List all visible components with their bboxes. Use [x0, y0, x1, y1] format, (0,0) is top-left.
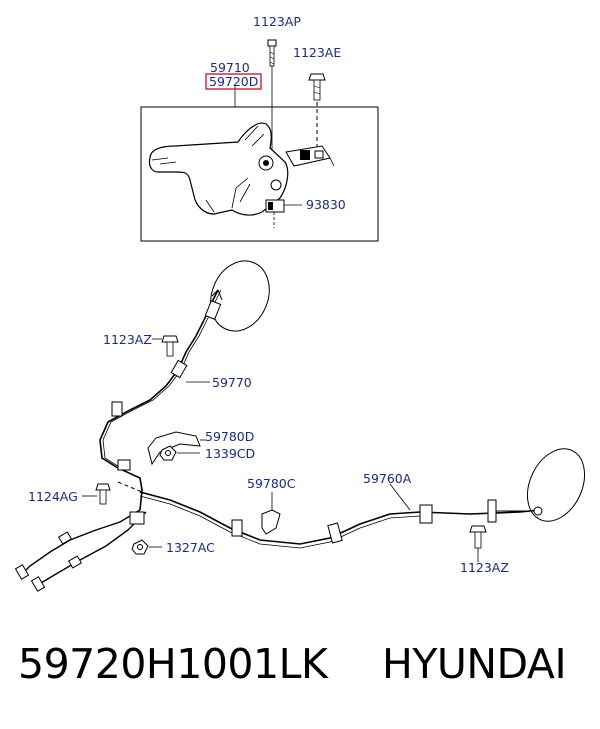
callout-1123az-top: 1123AZ: [103, 332, 152, 347]
callout-59780d: 59780D: [205, 429, 254, 444]
bolt-1123ae-icon: [308, 73, 326, 101]
callout-1339cd: 1339CD: [205, 446, 255, 461]
callout-1123ap: 1123AP: [253, 14, 301, 29]
bolt-1124ag-icon: [82, 483, 111, 505]
leader-1124ag: [117, 481, 143, 493]
bracket-59780c-icon: [261, 492, 281, 535]
left-cable-ends: [14, 509, 147, 592]
brake-drum-left-icon: [210, 260, 270, 332]
callout-59710: 59710: [210, 60, 250, 75]
switch-93830-icon: [265, 199, 302, 228]
mounting-bracket-icon: [285, 145, 335, 167]
front-cable-59770: [99, 289, 223, 511]
parking-brake-diagram: 1123AP 1123AE 59710 59720D 93830: [14, 14, 586, 592]
parking-brake-lever-icon: [148, 122, 289, 216]
callout-59770: 59770: [212, 375, 252, 390]
callout-1123ae: 1123AE: [293, 45, 341, 60]
lever-assembly-frame: [140, 106, 379, 242]
rear-cable-59760a: [139, 491, 543, 549]
callout-1123az-bottom: 1123AZ: [460, 560, 509, 575]
callout-93830: 93830: [306, 197, 346, 212]
brake-drum-right-icon: [526, 448, 586, 522]
brand-caption: HYUNDAI: [382, 640, 567, 688]
bolt-1123az-bottom-icon: [469, 525, 487, 562]
callout-59720d: 59720D: [209, 74, 258, 89]
callout-1327ac: 1327AC: [166, 540, 215, 555]
callout-59780c: 59780C: [247, 476, 296, 491]
bolt-1123az-top-icon: [152, 335, 179, 357]
bolt-1123ap-icon: [267, 39, 277, 67]
nut-1339cd-icon: [159, 445, 200, 461]
nut-1327ac-icon: [131, 539, 162, 555]
part-number-caption: 59720H1001LK: [18, 640, 328, 688]
bracket-59780d-icon: [147, 431, 206, 466]
callout-1124ag: 1124AG: [28, 489, 78, 504]
callout-59760a: 59760A: [363, 471, 412, 486]
highlight-box: [205, 73, 262, 90]
